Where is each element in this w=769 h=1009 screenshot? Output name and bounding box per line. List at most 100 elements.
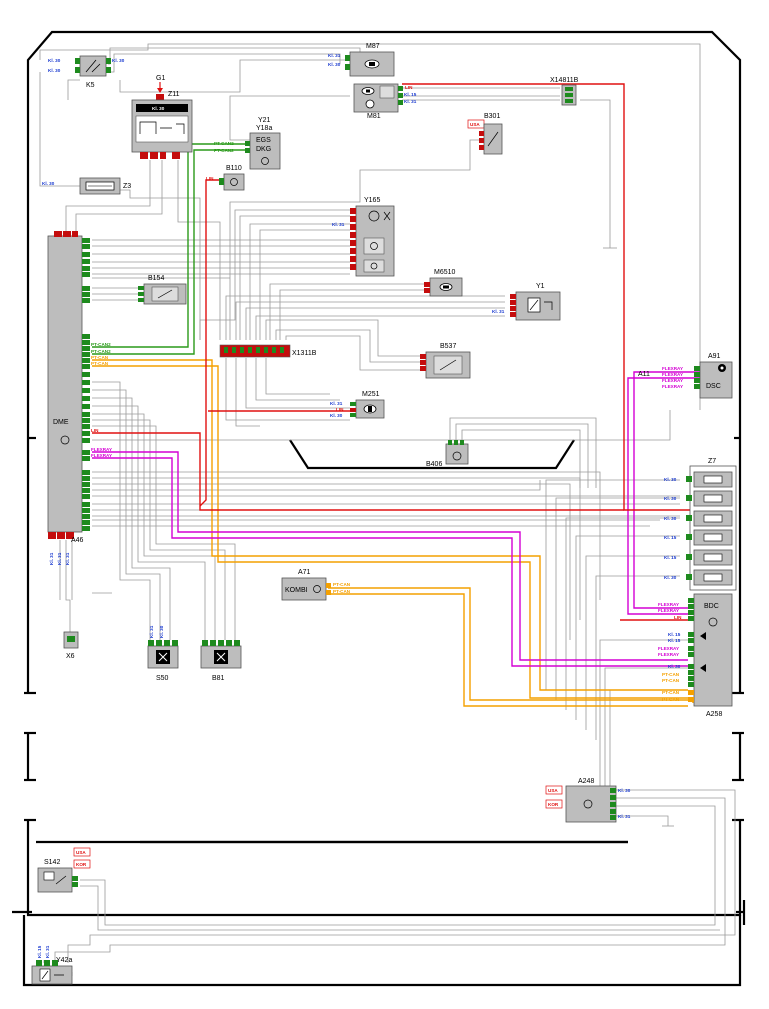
- connector-x6: X6: [63, 631, 79, 660]
- sensor-b81: B81: [200, 640, 242, 682]
- svg-text:LIN: LIN: [674, 615, 682, 620]
- svg-text:LIN: LIN: [336, 407, 344, 412]
- svg-text:Kl. 30: Kl. 30: [664, 516, 677, 521]
- label-z11: Z11: [168, 91, 180, 98]
- label-dme: DME: [53, 419, 69, 426]
- svg-text:Kl. 30: Kl. 30: [328, 62, 341, 67]
- svg-text:Kl. 30: Kl. 30: [330, 413, 343, 418]
- svg-text:Kl. 31: Kl. 31: [45, 945, 50, 958]
- svg-text:FLEXRAY: FLEXRAY: [662, 378, 683, 383]
- svg-text:PT-CAN2: PT-CAN2: [91, 342, 111, 347]
- sensor-b537: B537: [420, 343, 471, 379]
- svg-text:DKG: DKG: [256, 146, 271, 153]
- fuse-z3: Z3 Kl. 30: [42, 177, 131, 195]
- svg-text:PT-CAN2: PT-CAN2: [214, 141, 234, 146]
- label-y21: Y21: [258, 117, 271, 124]
- label-b81: B81: [212, 675, 225, 682]
- svg-text:FLEXRAY: FLEXRAY: [91, 447, 112, 452]
- svg-text:Kl. 30: Kl. 30: [664, 496, 677, 501]
- svg-text:LIN: LIN: [405, 85, 413, 90]
- svg-text:Kl. 15: Kl. 15: [668, 632, 681, 637]
- svg-text:Kl. 31: Kl. 31: [49, 552, 54, 565]
- svg-text:Kl. 30: Kl. 30: [48, 58, 61, 63]
- transmission-control-egs: Y21 Y18a EGS DKG PT-CAN2 PT-CAN2: [214, 117, 281, 170]
- svg-text:FLEXRAY: FLEXRAY: [662, 384, 683, 389]
- svg-text:Kl. 15: Kl. 15: [404, 92, 417, 97]
- svg-text:PT-CAN: PT-CAN: [333, 582, 351, 587]
- label-a11: A11: [638, 371, 650, 378]
- svg-text:USA: USA: [548, 788, 558, 793]
- wiring-grey: [39, 43, 736, 976]
- svg-text:Kl. 15: Kl. 15: [37, 945, 42, 958]
- motor-m87: M87 Kl. 31 Kl. 30: [328, 43, 395, 77]
- svg-text:FLEXRAY: FLEXRAY: [658, 646, 679, 651]
- vehicle-outline: [12, 30, 746, 987]
- svg-text:LIN: LIN: [206, 176, 214, 181]
- label-y165: Y165: [364, 197, 380, 204]
- svg-text:PT-CAN2: PT-CAN2: [214, 148, 234, 153]
- svg-text:FLEXRAY: FLEXRAY: [91, 453, 112, 458]
- svg-text:Kl. 30: Kl. 30: [48, 68, 61, 73]
- label-m6510: M6510: [434, 269, 456, 276]
- connector-x14811b: X14811B: [550, 77, 579, 106]
- fuse-box-z7: Z7 Kl. 30 Kl. 30 Kl. 30 Kl. 15 Kl. 15 Kl…: [664, 458, 737, 591]
- label-y1: Y1: [536, 283, 545, 290]
- switch-s50: S50 Kl. 31 Kl. 30: [147, 625, 179, 682]
- switch-s142: S142 USA KOR: [37, 847, 91, 893]
- label-b110: B110: [226, 165, 242, 172]
- label-x6: X6: [66, 653, 75, 660]
- svg-text:PT-CAN: PT-CAN: [662, 672, 680, 677]
- instrument-cluster-kombi: A71 KOMBI PT-CAN PT-CAN: [281, 569, 351, 601]
- valve-y1: Y1 Kl. 31: [492, 283, 561, 321]
- svg-text:KOR: KOR: [76, 862, 87, 867]
- label-a91: A91: [708, 353, 721, 360]
- svg-text:Kl. 30: Kl. 30: [112, 58, 125, 63]
- svg-text:DSC: DSC: [706, 383, 721, 390]
- module-a248: A248 USA KOR Kl. 30 Kl. 31: [545, 778, 631, 823]
- connector-x1311b: X1311B: [219, 344, 317, 358]
- svg-text:Kl. 31: Kl. 31: [492, 309, 505, 314]
- label-g1: G1: [156, 75, 165, 82]
- label-m251: M251: [362, 391, 380, 398]
- wiring-colored: [92, 83, 711, 707]
- svg-text:PT-CAN: PT-CAN: [662, 678, 680, 683]
- engine-control-dme: DME A46 PT-CAN2 PT-CAN2 PT-CAN PT-: [47, 231, 112, 565]
- stability-control-dsc: A91 A11 DSC FLEXRAY FLEXRAY FLEXRAY FLEX…: [638, 353, 733, 399]
- label-m87: M87: [366, 43, 380, 50]
- label-a71: A71: [298, 569, 311, 576]
- label-b301: B301: [484, 113, 500, 120]
- svg-text:PT-CAN: PT-CAN: [91, 355, 109, 360]
- svg-text:FLEXRAY: FLEXRAY: [658, 602, 679, 607]
- motor-m81: M81 LIN Kl. 15 Kl. 31: [353, 83, 417, 120]
- svg-text:Kl. 31: Kl. 31: [57, 552, 62, 565]
- svg-text:USA: USA: [76, 850, 86, 855]
- svg-text:Kl. 15: Kl. 15: [664, 535, 677, 540]
- svg-text:EGS: EGS: [256, 137, 271, 144]
- label-b406: B406: [426, 461, 442, 468]
- sensor-b154: B154: [138, 275, 187, 305]
- svg-text:PT-CAN2: PT-CAN2: [91, 349, 111, 354]
- label-b154: B154: [148, 275, 164, 282]
- bdc-pins: [688, 598, 694, 702]
- battery-g1-z11: G1 Z11 Kl. 30: [131, 75, 193, 159]
- svg-text:Kl. 31: Kl. 31: [404, 99, 417, 104]
- valve-y42a: Y42a Kl. 15 Kl. 31: [31, 945, 72, 985]
- svg-text:Kl. 15: Kl. 15: [664, 555, 677, 560]
- svg-text:Kl. 30: Kl. 30: [668, 664, 681, 669]
- svg-text:LIN: LIN: [91, 428, 99, 433]
- label-b537: B537: [440, 343, 456, 350]
- sensor-b110: B110 LIN: [206, 165, 245, 191]
- svg-text:Kl. 31: Kl. 31: [330, 401, 343, 406]
- label-m81: M81: [367, 113, 381, 120]
- dme-pins-right: [82, 238, 90, 531]
- svg-text:Kl. 31: Kl. 31: [618, 814, 631, 819]
- svg-text:Kl. 30: Kl. 30: [618, 788, 631, 793]
- svg-text:Kl. 30: Kl. 30: [664, 575, 677, 580]
- label-x14811b: X14811B: [550, 77, 579, 84]
- svg-text:KOMBI: KOMBI: [285, 587, 308, 594]
- svg-text:BDC: BDC: [704, 603, 719, 610]
- svg-text:USA: USA: [470, 122, 480, 127]
- svg-text:PT-CAN: PT-CAN: [662, 690, 680, 695]
- svg-text:PT-CAN: PT-CAN: [91, 361, 109, 366]
- svg-text:Kl. 30: Kl. 30: [42, 181, 55, 186]
